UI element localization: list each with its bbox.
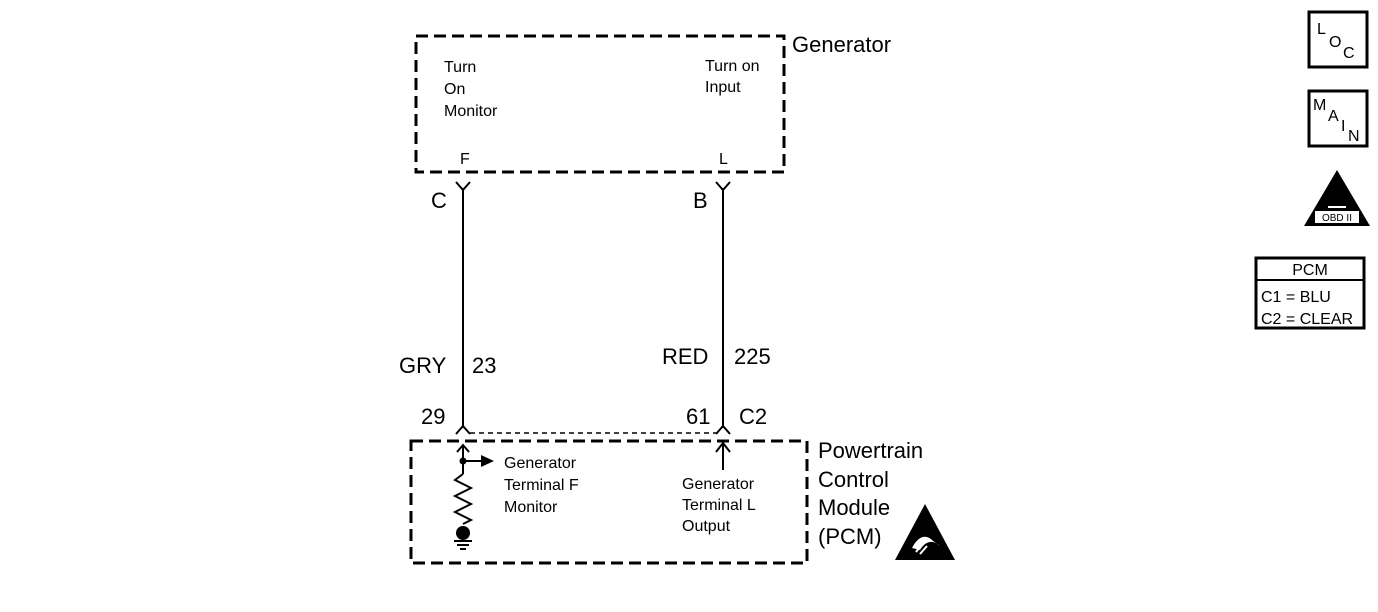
- main-legend: M A I N: [1307, 89, 1369, 148]
- wire-right-circuit: 225: [734, 344, 771, 369]
- turn-on-monitor-line2: On: [444, 81, 465, 98]
- output-label-line2: Terminal L: [682, 497, 756, 514]
- obd-numeral: II: [1332, 188, 1342, 208]
- wire-left-circuit: 23: [472, 353, 496, 378]
- pcm-connector-table: PCM C1 = BLU C2 = CLEAR: [1254, 256, 1366, 330]
- pcm-title-line4: (PCM): [818, 524, 882, 549]
- pin-61-symbol: [715, 424, 731, 435]
- terminal-f-label: F: [460, 151, 470, 168]
- generator-box: [414, 34, 786, 174]
- pcm-table-header: PCM: [1292, 262, 1328, 279]
- obd-ii-icon: II OBD II: [1304, 170, 1370, 226]
- turn-on-monitor-line1: Turn: [444, 59, 476, 76]
- loc-letter-o: O: [1329, 34, 1341, 51]
- loc-letter-l: L: [1317, 21, 1326, 38]
- output-arrow-icon: [715, 441, 731, 470]
- main-letter-i: I: [1341, 118, 1345, 135]
- monitor-label-line1: Generator: [504, 455, 577, 472]
- monitor-label-line3: Monitor: [504, 499, 558, 516]
- wire-right-color: RED: [662, 344, 708, 369]
- pcm-table-row2: C2 = CLEAR: [1261, 311, 1353, 328]
- generator-title: Generator: [792, 32, 891, 57]
- output-label-line3: Output: [682, 518, 731, 535]
- loc-letter-c: C: [1343, 45, 1355, 62]
- main-letter-m: M: [1313, 97, 1326, 114]
- resistor-icon: [452, 473, 474, 525]
- main-letter-a: A: [1328, 108, 1339, 125]
- turn-on-monitor-line3: Monitor: [444, 103, 498, 120]
- pin-29-symbol: [455, 424, 471, 435]
- pcm-title-line1: Powertrain: [818, 438, 923, 463]
- monitor-circuit: [452, 443, 494, 550]
- loc-legend: L O C: [1307, 10, 1369, 69]
- wire-left-color: GRY: [399, 353, 447, 378]
- connector-b-label: B: [693, 188, 708, 213]
- output-label-line1: Generator: [682, 476, 755, 493]
- main-letter-n: N: [1348, 128, 1360, 145]
- pcm-title-line3: Module: [818, 495, 890, 520]
- pin-61-label: 61: [686, 404, 710, 429]
- pcm-connector-c2-label: C2: [739, 404, 767, 429]
- pcm-box: [409, 439, 809, 565]
- monitor-label-line2: Terminal F: [504, 477, 579, 494]
- turn-on-input-line1: Turn on: [705, 58, 760, 75]
- esd-warning-icon: [895, 504, 955, 560]
- turn-on-input-line2: Input: [705, 79, 741, 96]
- connector-c-label: C: [431, 188, 447, 213]
- monitor-arrow-icon: [481, 455, 494, 467]
- obd-label: OBD II: [1322, 213, 1352, 224]
- terminal-l-label: L: [719, 151, 728, 168]
- pcm-table-row1: C1 = BLU: [1261, 289, 1331, 306]
- pin-29-label: 29: [421, 404, 445, 429]
- pcm-title-line2: Control: [818, 467, 889, 492]
